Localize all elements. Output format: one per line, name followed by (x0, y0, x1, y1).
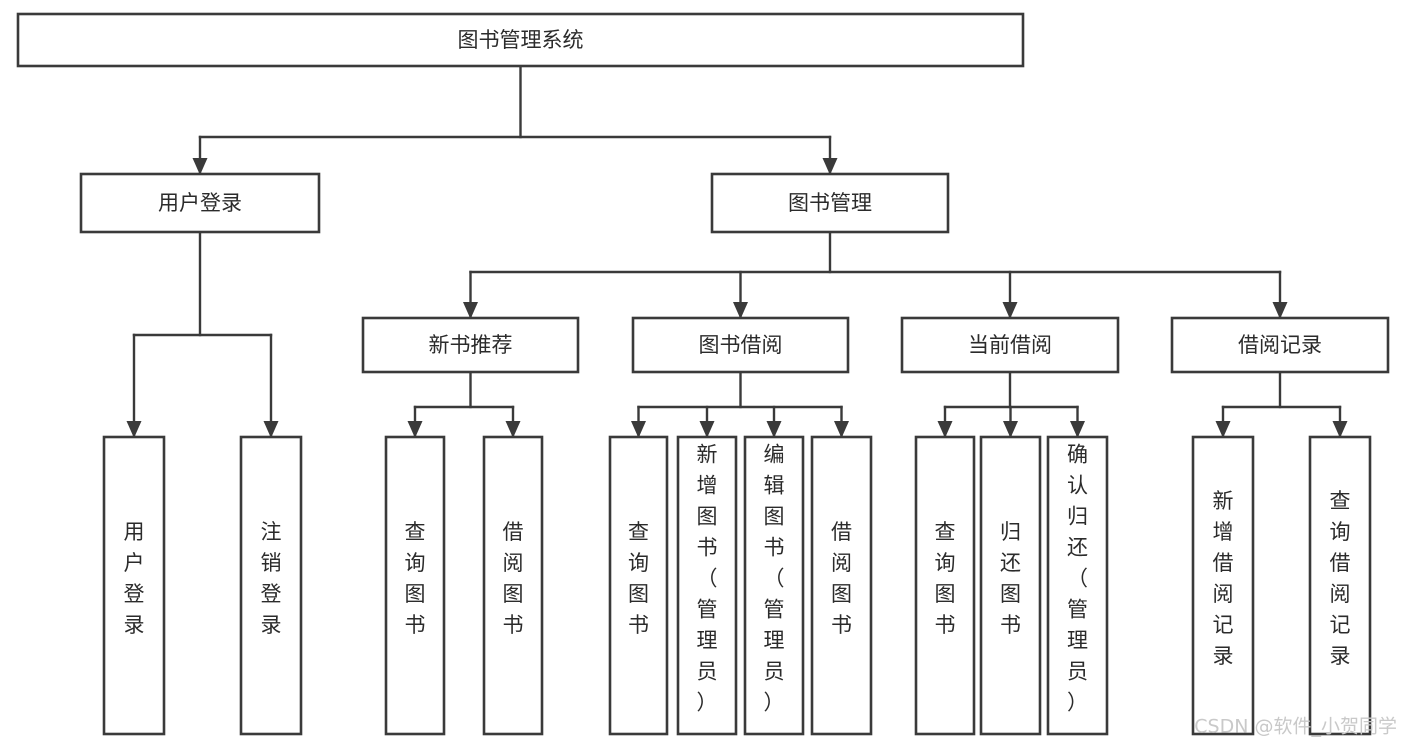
node-current-borrow[interactable]: 当前借阅 (900, 316, 1120, 374)
node-label-book-borrow: 图书借阅 (699, 333, 783, 357)
node-box-leaf-add-record[interactable] (1191, 435, 1255, 736)
node-label-current-borrow: 当前借阅 (968, 333, 1052, 357)
node-label-leaf-confirm-return: 确认归还（管理员） (1067, 443, 1088, 715)
node-box-leaf-logout[interactable] (239, 435, 303, 736)
connector-layer (126, 64, 1348, 438)
node-leaf-query-book-2[interactable]: 查询图书 (608, 435, 669, 736)
node-leaf-user-login[interactable]: 用户登录 (102, 435, 166, 736)
node-book-manage[interactable]: 图书管理 (710, 172, 950, 234)
node-box-leaf-add-book[interactable] (676, 435, 738, 736)
node-label-leaf-add-record: 新增借阅记录 (1213, 489, 1234, 668)
node-root[interactable]: 图书管理系统 (16, 12, 1025, 68)
node-box-book-borrow[interactable] (631, 316, 850, 374)
node-box-current-borrow[interactable] (900, 316, 1120, 374)
node-box-new-book-recommend[interactable] (361, 316, 580, 374)
node-box-leaf-return-book[interactable] (979, 435, 1042, 736)
node-label-book-manage: 图书管理 (788, 191, 872, 215)
node-borrow-record[interactable]: 借阅记录 (1170, 316, 1390, 374)
node-label-leaf-borrow-book-1: 借阅图书 (503, 520, 524, 637)
node-label-leaf-return-book: 归还图书 (1000, 520, 1021, 637)
node-box-leaf-user-login[interactable] (102, 435, 166, 736)
connector-group-root (192, 64, 838, 175)
node-label-root: 图书管理系统 (458, 28, 584, 52)
connector-group-new-book-recommend (407, 370, 521, 438)
node-box-leaf-query-book-1[interactable] (384, 435, 446, 736)
node-box-leaf-edit-book[interactable] (743, 435, 805, 736)
node-label-leaf-add-book: 新增图书（管理员） (697, 443, 718, 715)
node-label-leaf-query-book-2: 查询图书 (628, 520, 649, 637)
node-box-borrow-record[interactable] (1170, 316, 1390, 374)
node-label-leaf-query-book-3: 查询图书 (935, 520, 956, 637)
node-leaf-query-book-1[interactable]: 查询图书 (384, 435, 446, 736)
node-user-login[interactable]: 用户登录 (79, 172, 321, 234)
node-label-leaf-logout: 注销登录 (261, 520, 282, 637)
node-book-borrow[interactable]: 图书借阅 (631, 316, 850, 374)
node-leaf-add-record[interactable]: 新增借阅记录 (1191, 435, 1255, 736)
node-leaf-query-record[interactable]: 查询借阅记录 (1308, 435, 1372, 736)
node-box-leaf-query-book-2[interactable] (608, 435, 669, 736)
watermark-label: CSDN @软件_小贺同学 (1194, 716, 1397, 738)
node-label-leaf-query-book-1: 查询图书 (405, 520, 426, 637)
connector-group-borrow-record (1215, 370, 1348, 438)
connector-group-book-borrow (631, 370, 849, 438)
node-label-user-login: 用户登录 (158, 191, 242, 215)
node-label-leaf-edit-book: 编辑图书（管理员） (764, 443, 785, 715)
node-label-new-book-recommend: 新书推荐 (429, 333, 513, 357)
node-box-leaf-borrow-book-1[interactable] (482, 435, 544, 736)
node-leaf-edit-book[interactable]: 编辑图书（管理员） (743, 435, 805, 736)
node-label-leaf-query-record: 查询借阅记录 (1330, 489, 1351, 668)
node-box-leaf-confirm-return[interactable] (1046, 435, 1109, 736)
node-leaf-query-book-3[interactable]: 查询图书 (914, 435, 976, 736)
connector-group-current-borrow (937, 370, 1085, 438)
node-box-user-login[interactable] (79, 172, 321, 234)
node-new-book-recommend[interactable]: 新书推荐 (361, 316, 580, 374)
node-leaf-return-book[interactable]: 归还图书 (979, 435, 1042, 736)
node-label-leaf-borrow-book-2: 借阅图书 (831, 520, 852, 637)
connector-group-user-login (126, 230, 279, 438)
node-box-root[interactable] (16, 12, 1025, 68)
node-leaf-borrow-book-2[interactable]: 借阅图书 (810, 435, 873, 736)
node-layer: 图书管理系统用户登录图书管理新书推荐图书借阅当前借阅借阅记录用户登录注销登录查询… (16, 12, 1390, 736)
node-box-book-manage[interactable] (710, 172, 950, 234)
node-leaf-add-book[interactable]: 新增图书（管理员） (676, 435, 738, 736)
node-leaf-confirm-return[interactable]: 确认归还（管理员） (1046, 435, 1109, 736)
node-box-leaf-borrow-book-2[interactable] (810, 435, 873, 736)
node-label-leaf-user-login: 用户登录 (124, 520, 145, 637)
node-box-leaf-query-record[interactable] (1308, 435, 1372, 736)
node-label-borrow-record: 借阅记录 (1238, 333, 1322, 357)
node-box-leaf-query-book-3[interactable] (914, 435, 976, 736)
node-leaf-borrow-book-1[interactable]: 借阅图书 (482, 435, 544, 736)
connector-group-book-manage (463, 230, 1288, 319)
node-leaf-logout[interactable]: 注销登录 (239, 435, 303, 736)
